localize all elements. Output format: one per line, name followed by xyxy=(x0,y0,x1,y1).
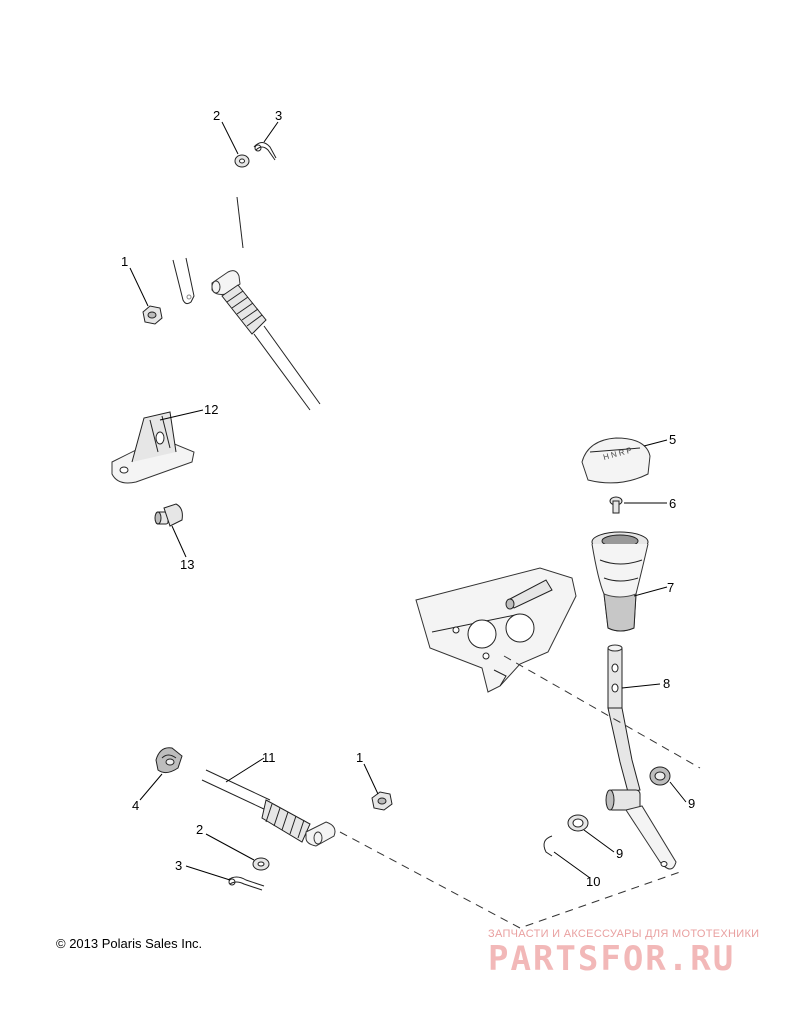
callout-13: 13 xyxy=(180,557,194,572)
watermark-logo: PARTSFOR.RU xyxy=(488,939,736,979)
callout-1-upper: 2 xyxy=(213,108,220,123)
shift-knob: H N R P xyxy=(581,437,651,484)
callout-7: 7 xyxy=(667,580,674,595)
hair-pin-clip-lower xyxy=(227,876,265,891)
lower-cable-assembly xyxy=(201,769,336,847)
callout-3-upper: 3 xyxy=(275,108,282,123)
bushing-lower xyxy=(567,814,589,832)
shifter-mount-plate xyxy=(415,567,577,693)
copyright-notice: © 2013 Polaris Sales Inc. xyxy=(56,936,203,951)
bracket xyxy=(111,411,195,484)
shift-boot xyxy=(591,531,649,632)
callout-1-lower: 1 xyxy=(356,750,363,765)
cable-clamp xyxy=(155,747,183,774)
callout-2-lower: 2 xyxy=(196,822,203,837)
washer-lower xyxy=(252,857,270,871)
callout-11: 11 xyxy=(262,750,276,765)
callout-5: 5 xyxy=(669,432,676,447)
callout-10: 10 xyxy=(586,874,600,889)
e-clip xyxy=(543,835,553,857)
callout-6: 6 xyxy=(669,496,676,511)
washer-upper xyxy=(234,154,250,168)
callout-3-lower: 3 xyxy=(175,858,182,873)
nut-lower xyxy=(371,791,393,811)
callout-8: 8 xyxy=(663,676,670,691)
watermark: ЗАПЧАСТИ И АКСЕССУАРЫ ДЛЯ МОТОТЕХНИКИ PA… xyxy=(488,928,788,978)
callout-1-upper-left: 1 xyxy=(121,254,129,269)
callout-9-lower: 9 xyxy=(616,846,623,861)
shift-lever xyxy=(605,644,677,870)
callout-9-right: 9 xyxy=(688,796,695,811)
callout-12: 12 xyxy=(204,402,218,417)
callout-labels: 2 2 3 12 13 5 6 7 8 9 9 10 11 1 4 2 3 xyxy=(132,108,695,889)
callout-4: 4 xyxy=(132,798,139,813)
watermark-tagline: ЗАПЧАСТИ И АКСЕССУАРЫ ДЛЯ МОТОТЕХНИКИ xyxy=(488,928,760,940)
flange-bolt xyxy=(154,503,183,527)
bushing-right xyxy=(649,766,671,786)
nut-upper xyxy=(142,305,163,325)
leader-lines xyxy=(129,121,687,881)
knob-screw xyxy=(609,496,623,514)
upper-cable-assembly xyxy=(172,196,321,411)
hair-pin-clip-upper xyxy=(253,142,277,161)
